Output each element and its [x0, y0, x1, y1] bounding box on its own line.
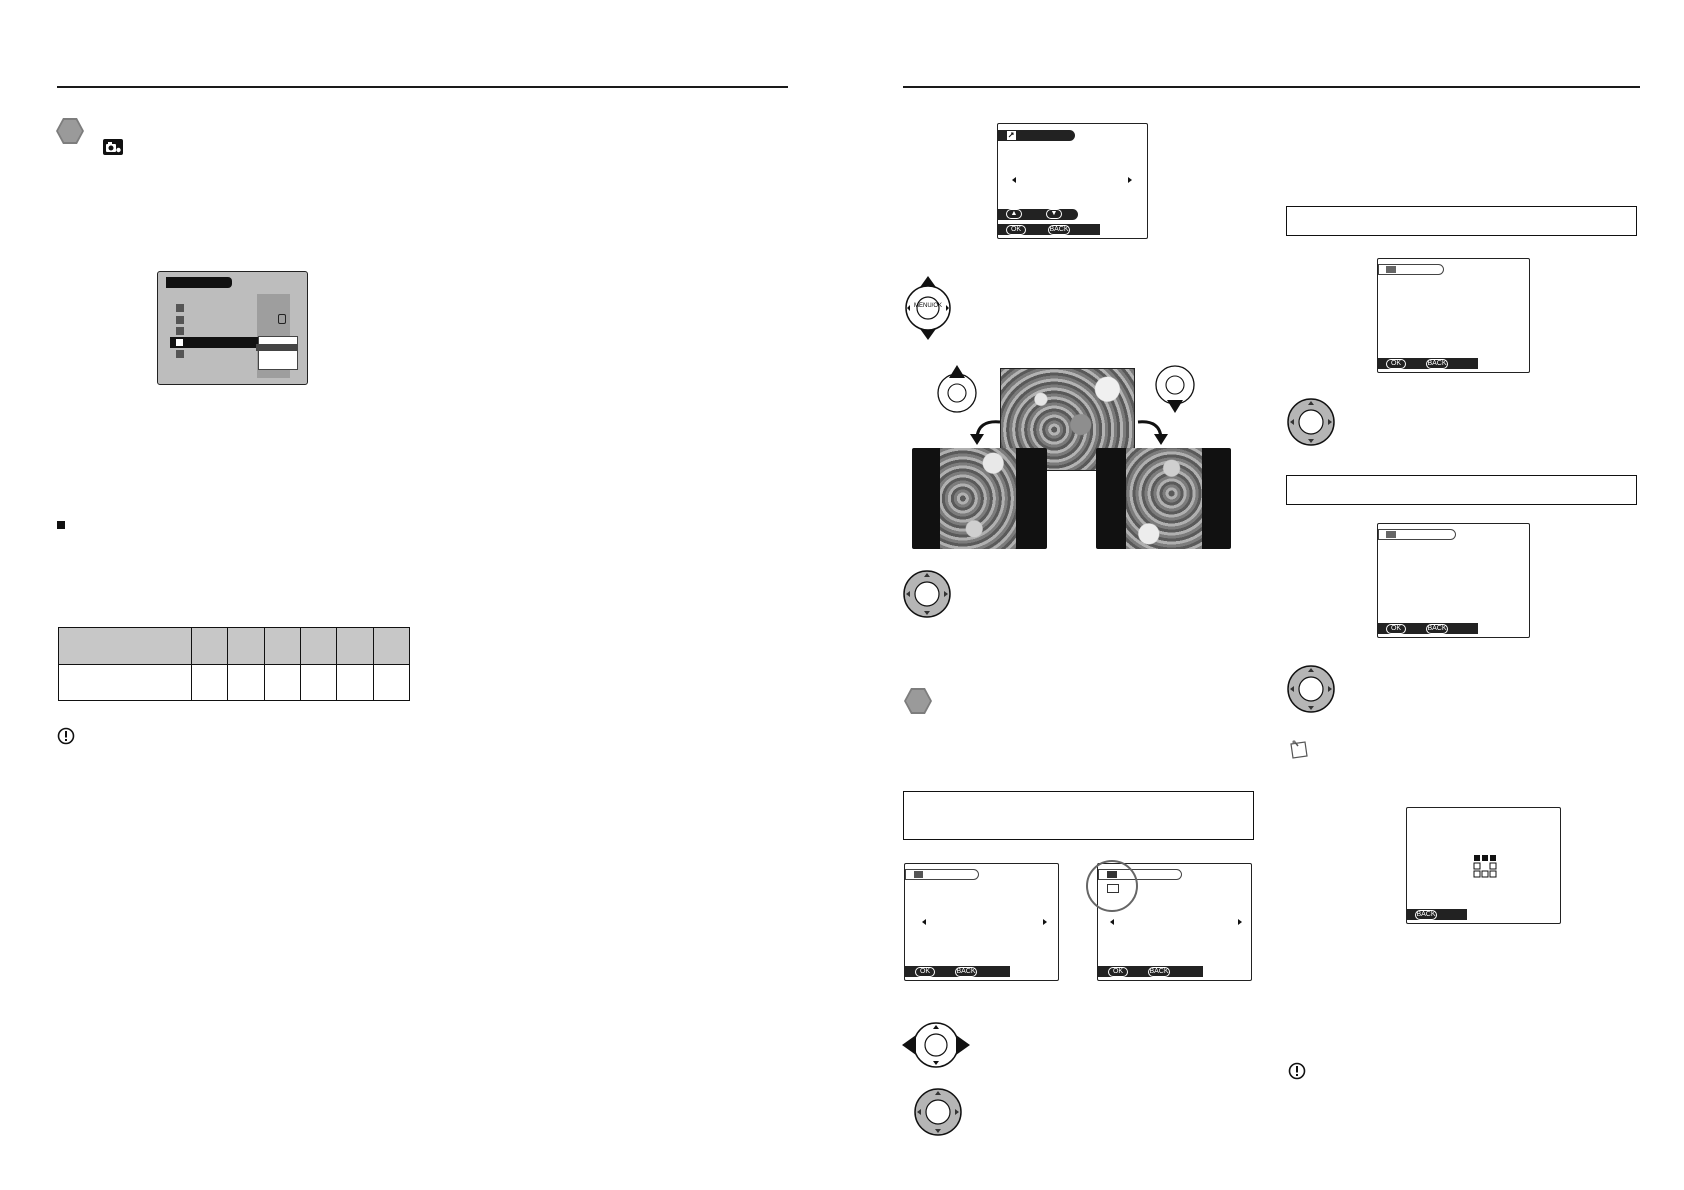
back-button[interactable]: BACK [1148, 967, 1170, 977]
up-button[interactable]: ▲ [1006, 209, 1022, 219]
rotate-bottom-bar: OK BACK [998, 224, 1100, 235]
table-header-cell [58, 627, 192, 665]
setup-camera-icon [103, 139, 123, 155]
photo-rotated-left-image [940, 448, 1016, 549]
protect-heading-box [903, 791, 1254, 840]
caution-icon [57, 727, 75, 745]
right-arrow-icon [1238, 919, 1242, 925]
specification-table [58, 627, 411, 701]
table-header-cell [372, 627, 411, 665]
table-header-cell [336, 627, 374, 665]
protect-screen-unprotected: OK BACK [904, 863, 1059, 981]
multi-frame-icon [1473, 855, 1497, 878]
protect-bottom-bar: OK BACK [905, 966, 1010, 977]
protect-title-tag [905, 869, 979, 880]
protect-highlight-circle [1086, 860, 1138, 912]
table-header-cell [227, 627, 265, 665]
dpad-down-icon[interactable] [1154, 365, 1196, 413]
menu-title-bar [166, 277, 232, 288]
table-cell [299, 664, 338, 701]
right-header-rule [903, 86, 1640, 88]
menu-value-icon [278, 314, 286, 324]
table-row [58, 664, 411, 701]
submenu-highlight [256, 344, 298, 351]
rotate-buttons-bar [998, 209, 1078, 220]
dpad-left-right-icon[interactable] [902, 1019, 970, 1071]
rotate-icon [1007, 131, 1016, 140]
reset-all-heading-box [1286, 475, 1637, 505]
protect-icon [914, 871, 923, 878]
reset-all-bottom-bar: OK BACK [1378, 623, 1478, 634]
ok-button[interactable]: OK [1006, 225, 1026, 235]
photo-rotated-left [912, 448, 1047, 549]
right-arrow-icon [1128, 177, 1132, 183]
table-cell [372, 664, 411, 701]
back-button[interactable]: BACK [1426, 359, 1448, 369]
dpad-up-icon[interactable] [936, 365, 978, 413]
ok-button[interactable]: OK [1108, 967, 1128, 977]
set-all-screen: OK BACK [1377, 258, 1530, 373]
rotate-screen: ▲ ▼ OK BACK [997, 123, 1148, 239]
caution-icon [1288, 1062, 1306, 1080]
back-button[interactable]: BACK [1426, 624, 1448, 634]
rotate-title-tag [998, 130, 1075, 141]
set-all-title-tag [1378, 264, 1444, 275]
set-all-heading-box [1286, 206, 1637, 236]
ok-button[interactable]: OK [915, 967, 935, 977]
dpad-label: MENU/OK [914, 303, 942, 309]
setup-menu-screen [157, 271, 308, 385]
table-cell [190, 664, 229, 701]
protect-bottom-bar: OK BACK [1098, 966, 1203, 977]
frames-bottom-bar: BACK [1407, 909, 1467, 920]
back-button[interactable]: BACK [955, 967, 977, 977]
key-icon [1386, 531, 1396, 538]
memo-icon [1290, 740, 1308, 759]
reset-all-title-tag [1378, 529, 1456, 540]
down-button[interactable]: ▼ [1046, 209, 1062, 219]
curve-arrow-right-icon [1137, 420, 1168, 445]
submenu-popup[interactable] [258, 336, 298, 370]
curve-arrow-left-icon [970, 420, 1001, 445]
frames-screen: BACK [1406, 807, 1561, 924]
menu-item-2[interactable] [176, 316, 184, 324]
back-button[interactable]: BACK [1048, 225, 1070, 235]
key-icon [1386, 266, 1396, 273]
photo-rotated-right-image [1126, 448, 1202, 549]
right-arrow-icon [1043, 919, 1047, 925]
table-header-cell [190, 627, 229, 665]
left-arrow-icon [922, 919, 926, 925]
photo-rotated-right [1096, 448, 1231, 549]
menu-ok-button-icon[interactable] [913, 1087, 963, 1137]
ok-button[interactable]: OK [1386, 624, 1406, 634]
menu-item-5[interactable] [176, 350, 184, 358]
dpad-up-down-icon[interactable]: MENU/OK [902, 276, 954, 340]
square-bullet-icon [57, 521, 65, 529]
table-header-cell [299, 627, 338, 665]
menu-item-3[interactable] [176, 327, 184, 335]
left-header-rule [57, 86, 788, 88]
reset-all-screen: OK BACK [1377, 523, 1530, 638]
set-all-bottom-bar: OK BACK [1378, 358, 1478, 369]
menu-ok-button-icon[interactable] [1286, 397, 1336, 447]
menu-item-1[interactable] [176, 304, 184, 312]
left-arrow-icon [1110, 919, 1114, 925]
menu-item-selected[interactable] [170, 337, 292, 348]
table-cell [263, 664, 301, 701]
table-cell [58, 664, 192, 701]
back-button[interactable]: BACK [1415, 910, 1437, 920]
menu-ok-button-icon[interactable] [902, 569, 952, 619]
menu-item-selected-icon [176, 339, 183, 346]
ok-button[interactable]: OK [1386, 359, 1406, 369]
table-cell [336, 664, 374, 701]
hexagon-bullet-icon [56, 118, 84, 144]
hexagon-bullet-icon [904, 688, 932, 714]
table-header-row [58, 627, 411, 665]
menu-ok-button-icon[interactable] [1286, 664, 1336, 714]
table-cell [227, 664, 265, 701]
table-header-cell [263, 627, 301, 665]
left-arrow-icon [1012, 177, 1016, 183]
